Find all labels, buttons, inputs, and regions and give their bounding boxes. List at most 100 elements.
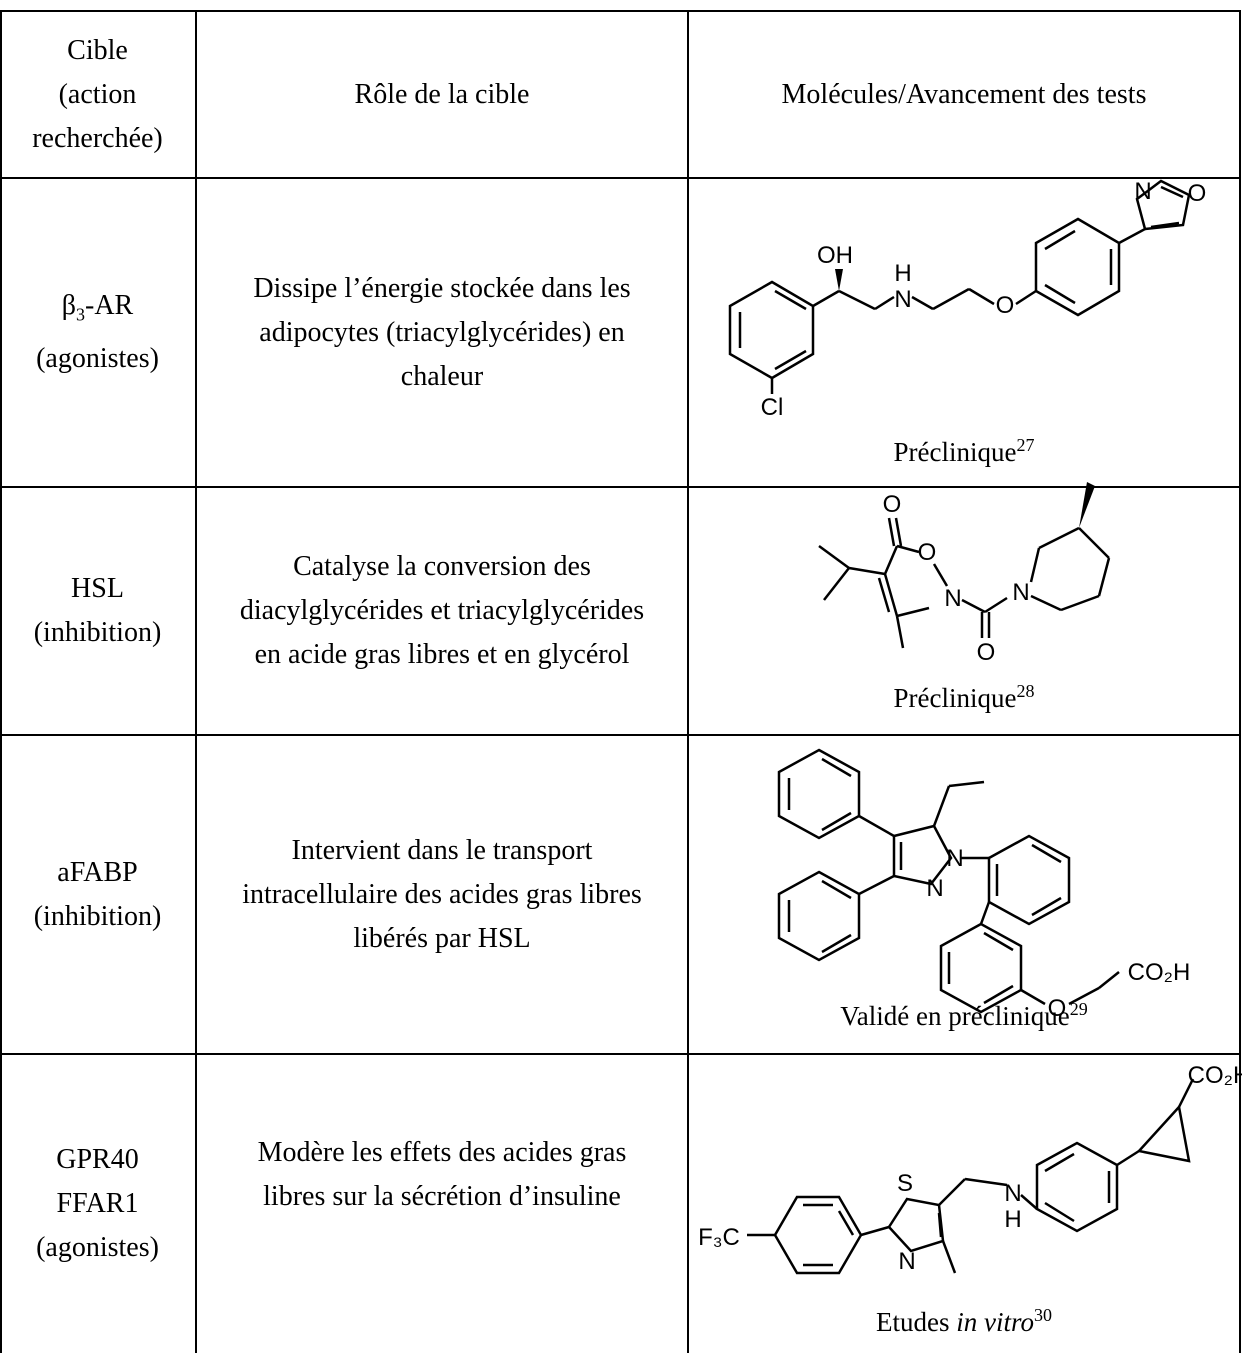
pyrazole-ring [892, 824, 953, 886]
phenyl-ring [777, 748, 861, 840]
row3-target-name: aFABP [57, 856, 138, 888]
row-divider-3 [0, 734, 1241, 736]
row-divider-2 [0, 486, 1241, 488]
row1-target-action: (agonistes) [36, 342, 159, 374]
role-line: libérés par HSL [353, 922, 531, 954]
cyclopropane-ring [1136, 1104, 1191, 1163]
pyrazole-n1-label: N [946, 845, 963, 872]
row-divider-1 [0, 177, 1241, 179]
ether-o-label: O [996, 292, 1015, 319]
row2-role: Catalyse la conversion des diacylglycéri… [197, 488, 687, 734]
oxazole-ring [1135, 179, 1191, 231]
row3-stage: Validé en préclinique29 [689, 1000, 1239, 1032]
column-divider-2 [687, 10, 689, 1353]
role-line: intracellulaire des acides gras libres [242, 878, 642, 910]
row-divider-4 [0, 1053, 1241, 1055]
role-line: adipocytes (triacylglycérides) en [259, 316, 625, 348]
stage-text: Préclinique [893, 683, 1017, 713]
chlorophenyl-ring [728, 280, 815, 380]
role-line: diacylglycérides et triacylglycérides [239, 595, 645, 626]
gpr40-agonist-structure: F₃C S N N H CO₂H [689, 1055, 1242, 1305]
amine-n-label: N [1004, 1180, 1021, 1207]
stage-text: Validé en préclinique [840, 1001, 1070, 1031]
row3-target: aFABP (inhibition) [0, 736, 195, 1053]
trifluoromethyl-label: F₃C [698, 1224, 740, 1251]
header-molecules: Molécules/Avancement des tests [689, 12, 1239, 177]
carboxylic-acid-label: CO₂H [1128, 959, 1191, 986]
role-line: libres sur la sécrétion d’insuline [263, 1181, 621, 1212]
reference-number: 28 [1016, 681, 1035, 701]
thiazole-s-label: S [897, 1170, 913, 1197]
oxazole-o-label: O [1188, 180, 1207, 207]
reference-number: 27 [1016, 435, 1035, 455]
table-border-left [0, 10, 2, 1353]
row1-role: Dissipe l’énergie stockée dans les adipo… [197, 179, 687, 486]
row3-role: Intervient dans le transport intracellul… [197, 736, 687, 1053]
afabp-inhibitor-structure: N N O CO₂H [689, 736, 1239, 1022]
reference-number: 29 [1069, 999, 1088, 1019]
thiazole-ring [887, 1197, 945, 1253]
wedge-bond [835, 269, 843, 291]
row4-target-action: (agonistes) [36, 1232, 159, 1263]
row3-target-action: (inhibition) [33, 900, 162, 932]
phenyl-ring [773, 1195, 863, 1275]
ring-bond [896, 544, 920, 554]
amine-h-label: H [1004, 1206, 1021, 1233]
phenyl-ring [1035, 1141, 1119, 1233]
beta3-agonist-structure: OH H N O Cl N O [689, 178, 1239, 429]
header-target: Cible (action recherchée) [0, 12, 195, 177]
carboxylic-acid-label: CO₂H [1188, 1062, 1242, 1089]
pyrazole-n2-label: N [926, 875, 943, 902]
header-molecules-text: Molécules/Avancement des tests [781, 78, 1147, 110]
row2-target: HSL (inhibition) [0, 488, 195, 734]
aromatic-bond [774, 289, 807, 311]
stage-text: Etudes [876, 1307, 957, 1337]
role-line: Dissipe l’énergie stockée dans les [253, 272, 631, 304]
amine-n-label: N [894, 286, 911, 313]
row4-target: GPR40 FFAR1 (agonistes) [0, 1055, 195, 1353]
row2-target-action: (inhibition) [33, 617, 162, 648]
phenyl-ring [939, 922, 1023, 1014]
chloro-label: Cl [761, 394, 784, 421]
hsl-inhibitor-structure: O O N N O [689, 482, 1239, 678]
amine-h-label: H [894, 260, 911, 287]
role-line: Catalyse la conversion des [293, 551, 591, 582]
piperidine-n-label: N [1012, 579, 1029, 606]
chain-bond [812, 289, 840, 308]
stage-italic-text: in vitro [956, 1307, 1034, 1337]
row1-target: β3-AR (agonistes) [0, 179, 195, 486]
ring-n-label: N [944, 585, 961, 612]
oxazole-n-label: N [1134, 178, 1151, 205]
reference-number: 30 [1034, 1305, 1052, 1325]
row2-target-name: HSL [71, 573, 124, 604]
ring-o-label: O [918, 539, 937, 566]
thiazole-n-label: N [898, 1248, 915, 1275]
header-target-line: Cible [67, 34, 128, 66]
phenyl-ring [987, 834, 1071, 926]
header-role: Rôle de la cible [197, 12, 687, 177]
role-line: en acide gras libres et en glycérol [254, 639, 630, 670]
stage-text: Préclinique [893, 437, 1017, 467]
row4-target-alias: FFAR1 [56, 1188, 139, 1219]
header-target-line: recherchée) [32, 122, 163, 154]
role-line: chaleur [400, 360, 484, 392]
row4-role: Modère les effets des acides gras libres… [197, 1055, 687, 1295]
header-role-text: Rôle de la cible [354, 78, 530, 110]
wedge-bond [1079, 482, 1095, 528]
table-border-top [0, 10, 1241, 12]
phenyl-ring [1034, 217, 1121, 317]
row1-target-name: β3-AR [61, 290, 134, 325]
header-target-line: (action [58, 78, 137, 110]
ether-o-label: O [1048, 995, 1067, 1022]
subscript-3: 3 [76, 304, 85, 325]
column-divider-1 [195, 10, 197, 1353]
row2-stage: Préclinique28 [689, 682, 1239, 714]
row1-stage: Préclinique27 [689, 436, 1239, 468]
row4-target-name: GPR40 [56, 1144, 139, 1175]
role-line: Modère les effets des acides gras [257, 1137, 627, 1168]
role-line: Intervient dans le transport [291, 834, 593, 866]
aromatic-bond [774, 349, 807, 371]
row4-stage: Etudes in vitro30 [689, 1306, 1239, 1338]
carbonyl-o-label: O [883, 491, 902, 518]
